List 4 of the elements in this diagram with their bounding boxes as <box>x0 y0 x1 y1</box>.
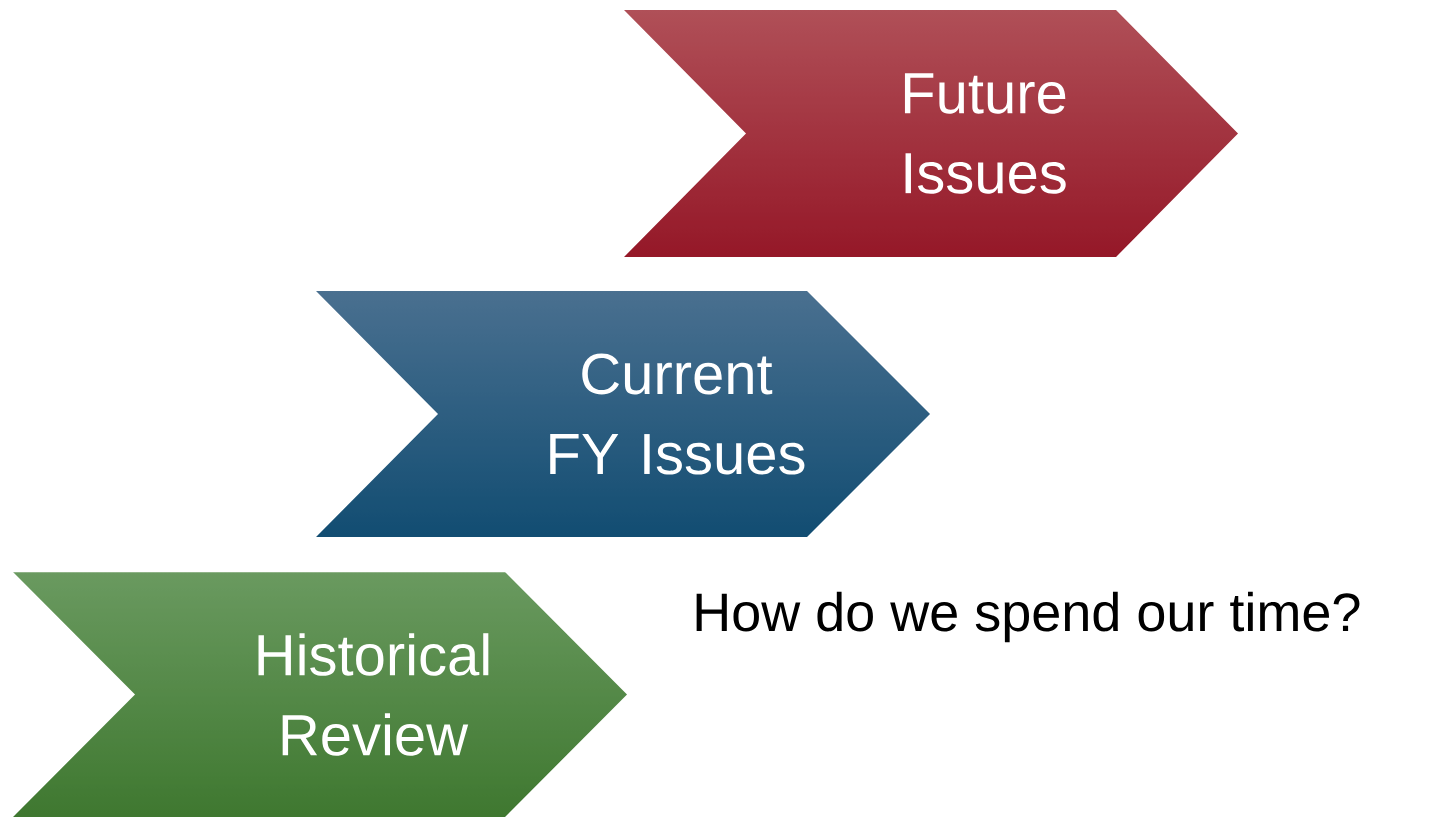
chevron-arrow: Future Issues <box>904 73 1066 194</box>
chevron-arrow: Current FY Issues <box>550 353 805 475</box>
question-text: How do we spend our time? <box>696 591 1360 643</box>
chevron-arrow: Historical Review <box>258 633 489 756</box>
